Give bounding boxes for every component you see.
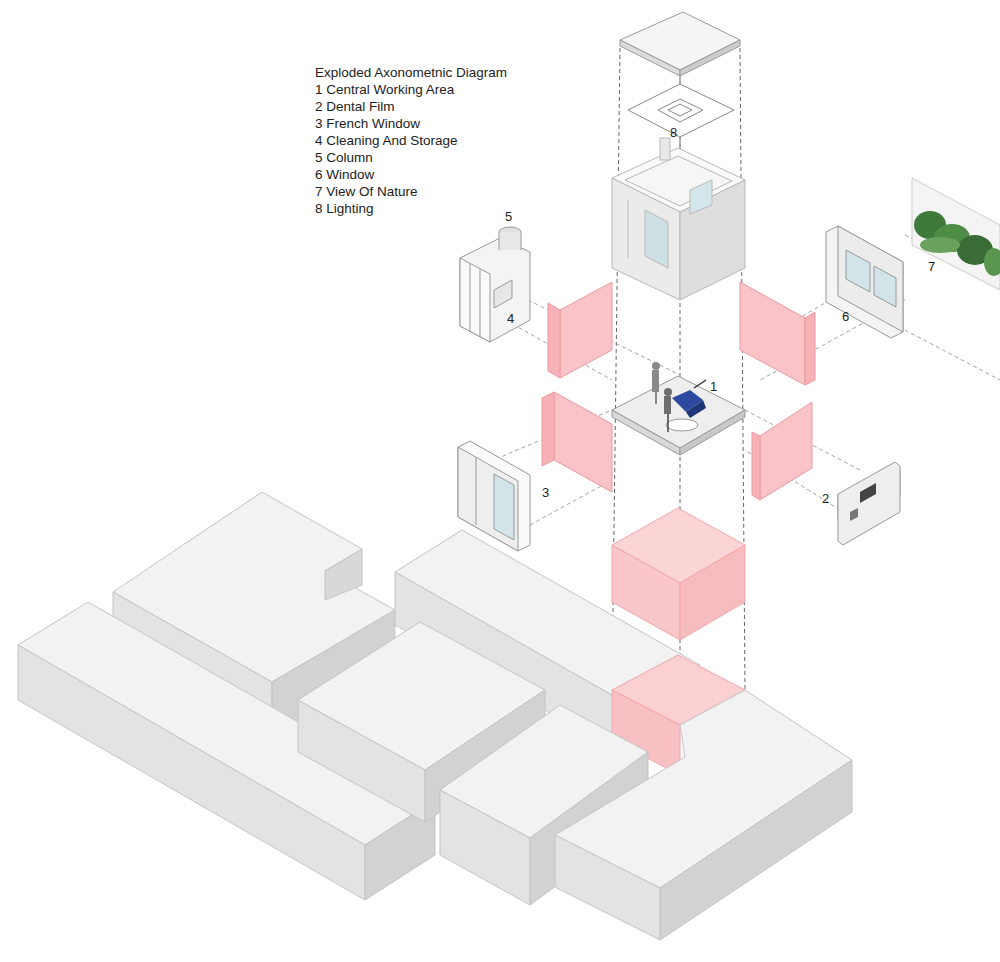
key-line: 4 Cleaning And Storage xyxy=(315,132,458,149)
pink-volume-part xyxy=(612,545,680,640)
french-window-wall xyxy=(458,441,530,551)
dental-chair-figures-part xyxy=(686,400,706,418)
lighting-frame-part xyxy=(658,99,703,122)
callout-number: 4 xyxy=(505,310,516,327)
storage-cabinet-part xyxy=(521,232,522,250)
roof-slab-part xyxy=(680,40,740,76)
dental-chair-figures-part xyxy=(666,419,698,431)
connector-guides-part xyxy=(530,480,612,525)
lighting-frame-part xyxy=(628,84,734,137)
room-module-part xyxy=(645,210,668,268)
french-window-wall-part xyxy=(494,474,514,540)
window-wall-part xyxy=(874,266,896,307)
dental-film-wall-part xyxy=(850,508,858,521)
lighting-frame xyxy=(628,84,734,137)
dental-chair-figures xyxy=(652,362,706,432)
key-line: 6 Window xyxy=(315,166,374,183)
pink-wall-panels-part xyxy=(760,402,812,500)
dental-film-wall xyxy=(838,462,900,545)
room-module xyxy=(612,138,745,300)
central-working-plate-part xyxy=(612,410,680,455)
pink-wall-panels-part xyxy=(805,312,815,385)
storage-cabinet-part xyxy=(494,280,512,308)
storage-cabinet-part xyxy=(470,264,471,332)
room-module-part xyxy=(628,200,629,258)
key-line: 7 View Of Nature xyxy=(315,183,418,200)
room-module-part xyxy=(660,138,670,160)
dental-film-wall-part xyxy=(838,462,900,545)
site-buildings-part xyxy=(18,645,365,900)
callout-number: 8 xyxy=(668,124,679,141)
key-line: 1 Central Working Area xyxy=(315,81,454,98)
diagram-title: Exploded Axonometnic Diagram xyxy=(315,64,507,81)
callout-number: 1 xyxy=(708,378,719,395)
storage-cabinet-part xyxy=(499,232,521,250)
room-module-part xyxy=(690,180,712,214)
dental-chair-figures-part xyxy=(652,362,660,370)
pink-wall-panels-part xyxy=(740,282,805,385)
storage-cabinet-part xyxy=(460,238,530,342)
roof-slab-part xyxy=(620,40,680,76)
window-wall-part xyxy=(826,226,903,338)
callout-number: 5 xyxy=(503,208,514,225)
key-line: 3 French Window xyxy=(315,115,420,132)
callout-number: 2 xyxy=(820,490,831,507)
site-buildings-part xyxy=(440,790,530,905)
storage-cabinet xyxy=(460,227,530,342)
pink-wall-panels-part xyxy=(554,392,612,492)
storage-cabinet-part xyxy=(460,258,490,342)
dental-chair-figures-part xyxy=(664,388,672,396)
connector-guides xyxy=(470,235,1000,525)
pink-wall-panels-part xyxy=(752,432,760,500)
french-window-wall-part xyxy=(458,441,530,551)
callout-number: 3 xyxy=(540,484,551,501)
central-working-plate-part xyxy=(612,376,745,448)
nature-view-part xyxy=(912,178,1000,290)
key-line: 8 Lighting xyxy=(315,200,374,217)
site-buildings-part xyxy=(325,549,362,600)
central-working-plate xyxy=(612,376,745,455)
site-buildings-part xyxy=(555,835,660,940)
pink-wall-panels xyxy=(542,282,815,500)
site-buildings-part xyxy=(298,700,425,822)
callout-number: 6 xyxy=(840,308,851,325)
room-module-part xyxy=(680,180,745,300)
dental-chair-figures-part xyxy=(655,392,657,404)
key-line: 5 Column xyxy=(315,149,373,166)
roof-slab xyxy=(620,12,740,76)
french-window-wall-part xyxy=(476,458,477,525)
pink-wall-panels-part xyxy=(560,282,612,378)
pink-wall-panels-part xyxy=(542,392,554,466)
window-wall-part xyxy=(838,226,903,332)
pink-wall-panels-part xyxy=(548,303,560,378)
window-wall xyxy=(826,226,903,338)
site-buildings xyxy=(18,492,852,940)
lighting-frame-part xyxy=(668,104,692,116)
nature-view-part xyxy=(920,237,960,253)
pink-volume-part xyxy=(680,545,745,640)
dental-chair-figures-part xyxy=(664,396,671,414)
storage-cabinet-part xyxy=(480,269,481,337)
roof-slab-part xyxy=(620,12,740,70)
window-wall-part xyxy=(846,250,870,292)
dental-film-wall-part xyxy=(860,483,876,503)
nature-view xyxy=(912,178,1000,290)
french-window-wall-part xyxy=(458,447,518,551)
storage-cabinet-part xyxy=(499,232,500,250)
dental-chair-figures-part xyxy=(667,414,669,432)
key-line: 2 Dental Film xyxy=(315,98,395,115)
guide-lines xyxy=(612,40,745,720)
dental-chair-figures-part xyxy=(652,370,659,392)
nature-view-part xyxy=(984,248,1000,276)
room-module-part xyxy=(625,156,732,206)
pink-volume xyxy=(612,508,745,640)
dental-chair-figures-part xyxy=(694,380,706,388)
connector-guides-part xyxy=(905,330,1000,380)
site-buildings-part xyxy=(660,760,852,940)
callout-number: 7 xyxy=(926,258,937,275)
